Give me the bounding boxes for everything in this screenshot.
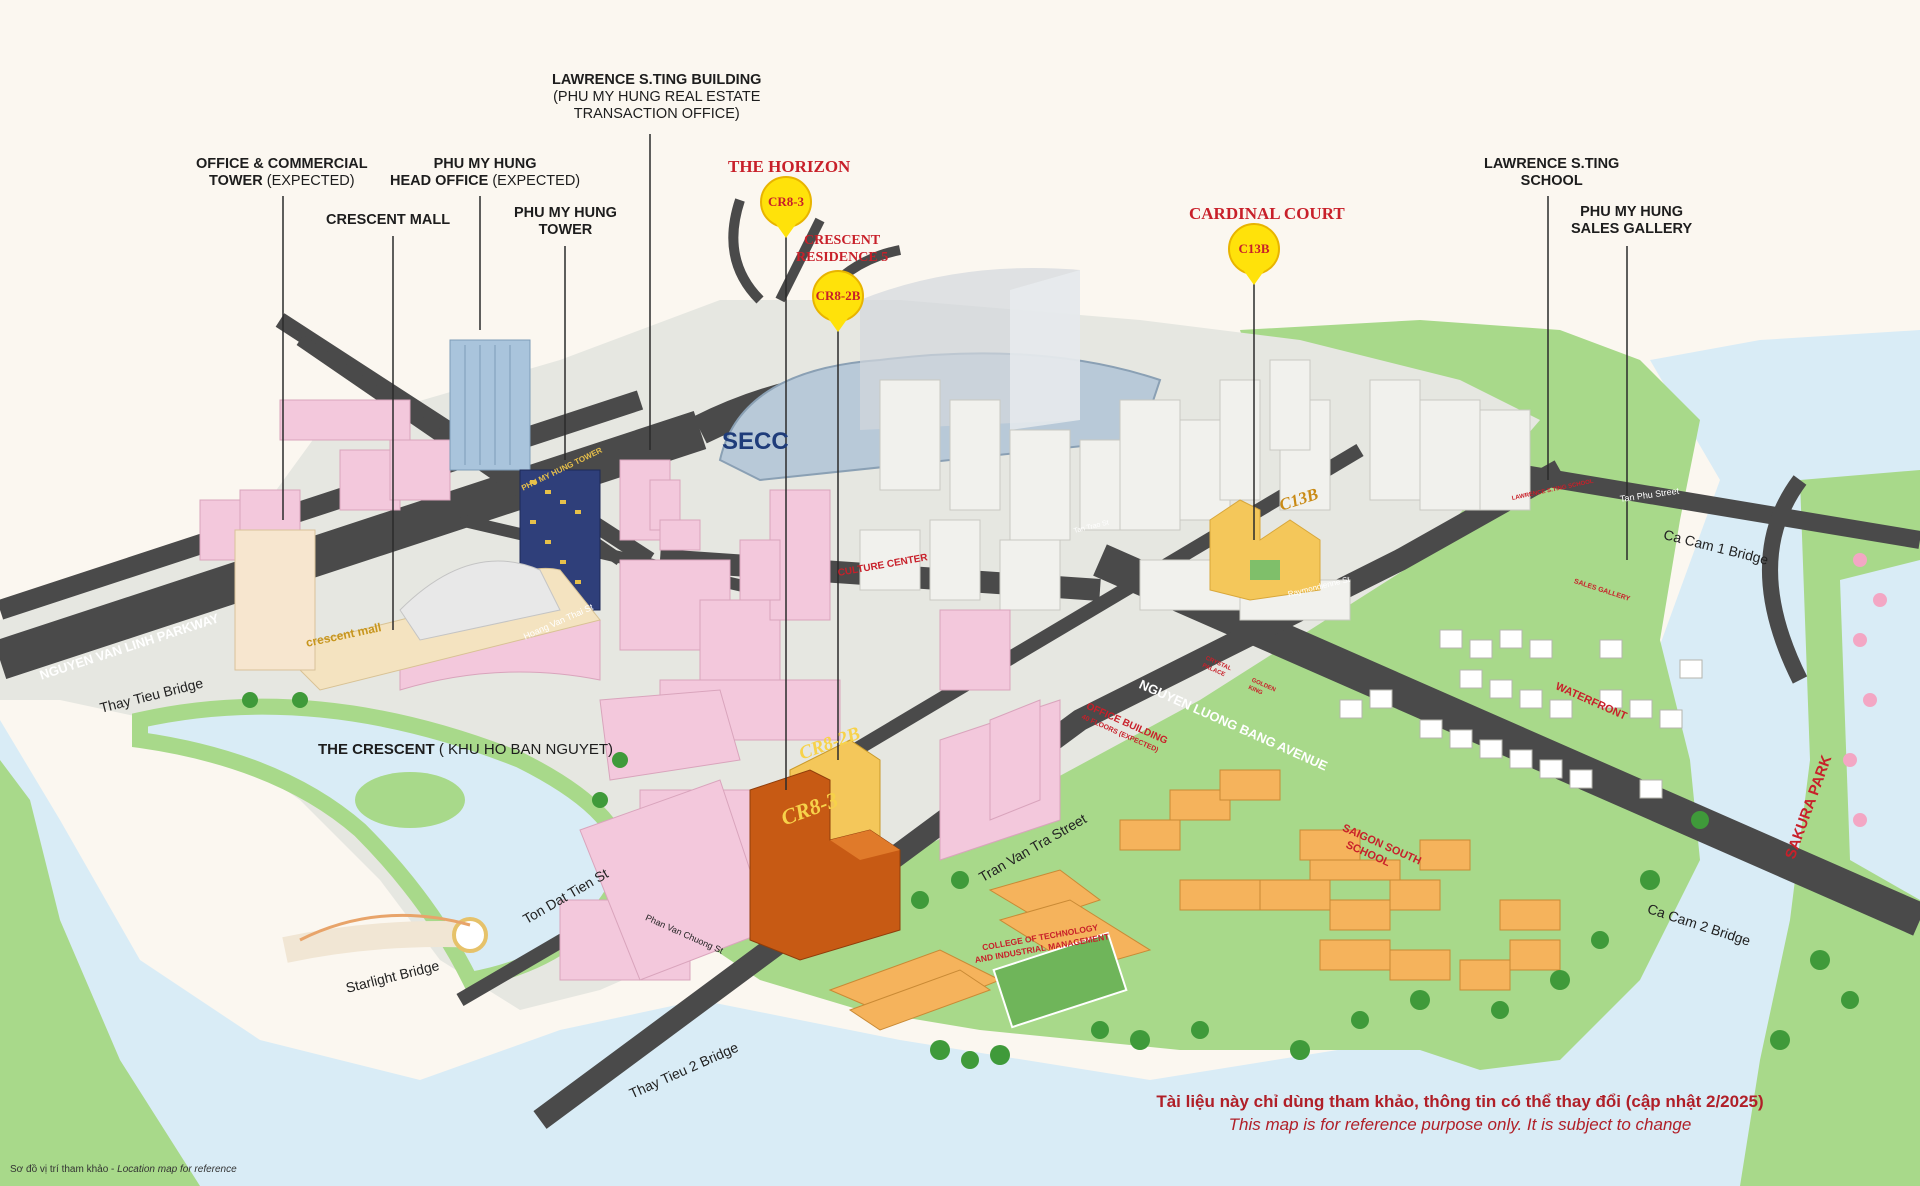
disclaimer-vi: Tài liệu này chỉ dùng tham khảo, thông t… [1156,1092,1764,1111]
disclaimer-en: This map is for reference purpose only. … [1228,1115,1692,1134]
lawrence-building-label: LAWRENCE S.TING BUILDING (PHU MY HUNG RE… [552,72,762,122]
crescent-residence-label: CRESCENT RESIDENCE 5 [796,233,889,265]
cardinal-court-label: CARDINAL COURT [1189,204,1345,223]
secc-label: SECC [722,428,789,455]
pin-cr8-3[interactable]: CR8-3 [760,176,812,228]
the-crescent-label: THE CRESCENT ( KHU HO BAN NGUYET) [318,741,614,758]
lake-island [355,772,465,828]
office-commercial-tower-building [234,529,316,671]
pin-c13b[interactable]: C13B [1228,223,1280,275]
sales-gallery-label: PHU MY HUNG SALES GALLERY [1571,204,1693,237]
river-bank-left [0,760,200,1186]
footer-caption: Sơ đồ vị trí tham khảo - Location map fo… [10,1164,237,1175]
river-water [0,330,1920,1186]
pin-cr8-2b[interactable]: CR8-2B [812,270,864,322]
callout-lines [282,134,1628,790]
pmh-head-office-label: PHU MY HUNG HEAD OFFICE (EXPECTED) [390,156,581,189]
the-horizon-label: THE HORIZON [728,157,851,176]
lawrence-school-label: LAWRENCE S.TING SCHOOL [1484,156,1620,189]
cardinal-court-towers [1209,499,1321,601]
disclaimer: Tài liệu này chỉ dùng tham khảo, thông t… [1110,1092,1810,1135]
pmh-head-office-building [449,339,531,471]
office-commercial-tower-label: OFFICE & COMMERCIAL TOWER (EXPECTED) [196,156,368,189]
crescent-mall-label: CRESCENT MALL [326,212,451,228]
pmh-tower-label: PHU MY HUNG TOWER [514,205,617,238]
